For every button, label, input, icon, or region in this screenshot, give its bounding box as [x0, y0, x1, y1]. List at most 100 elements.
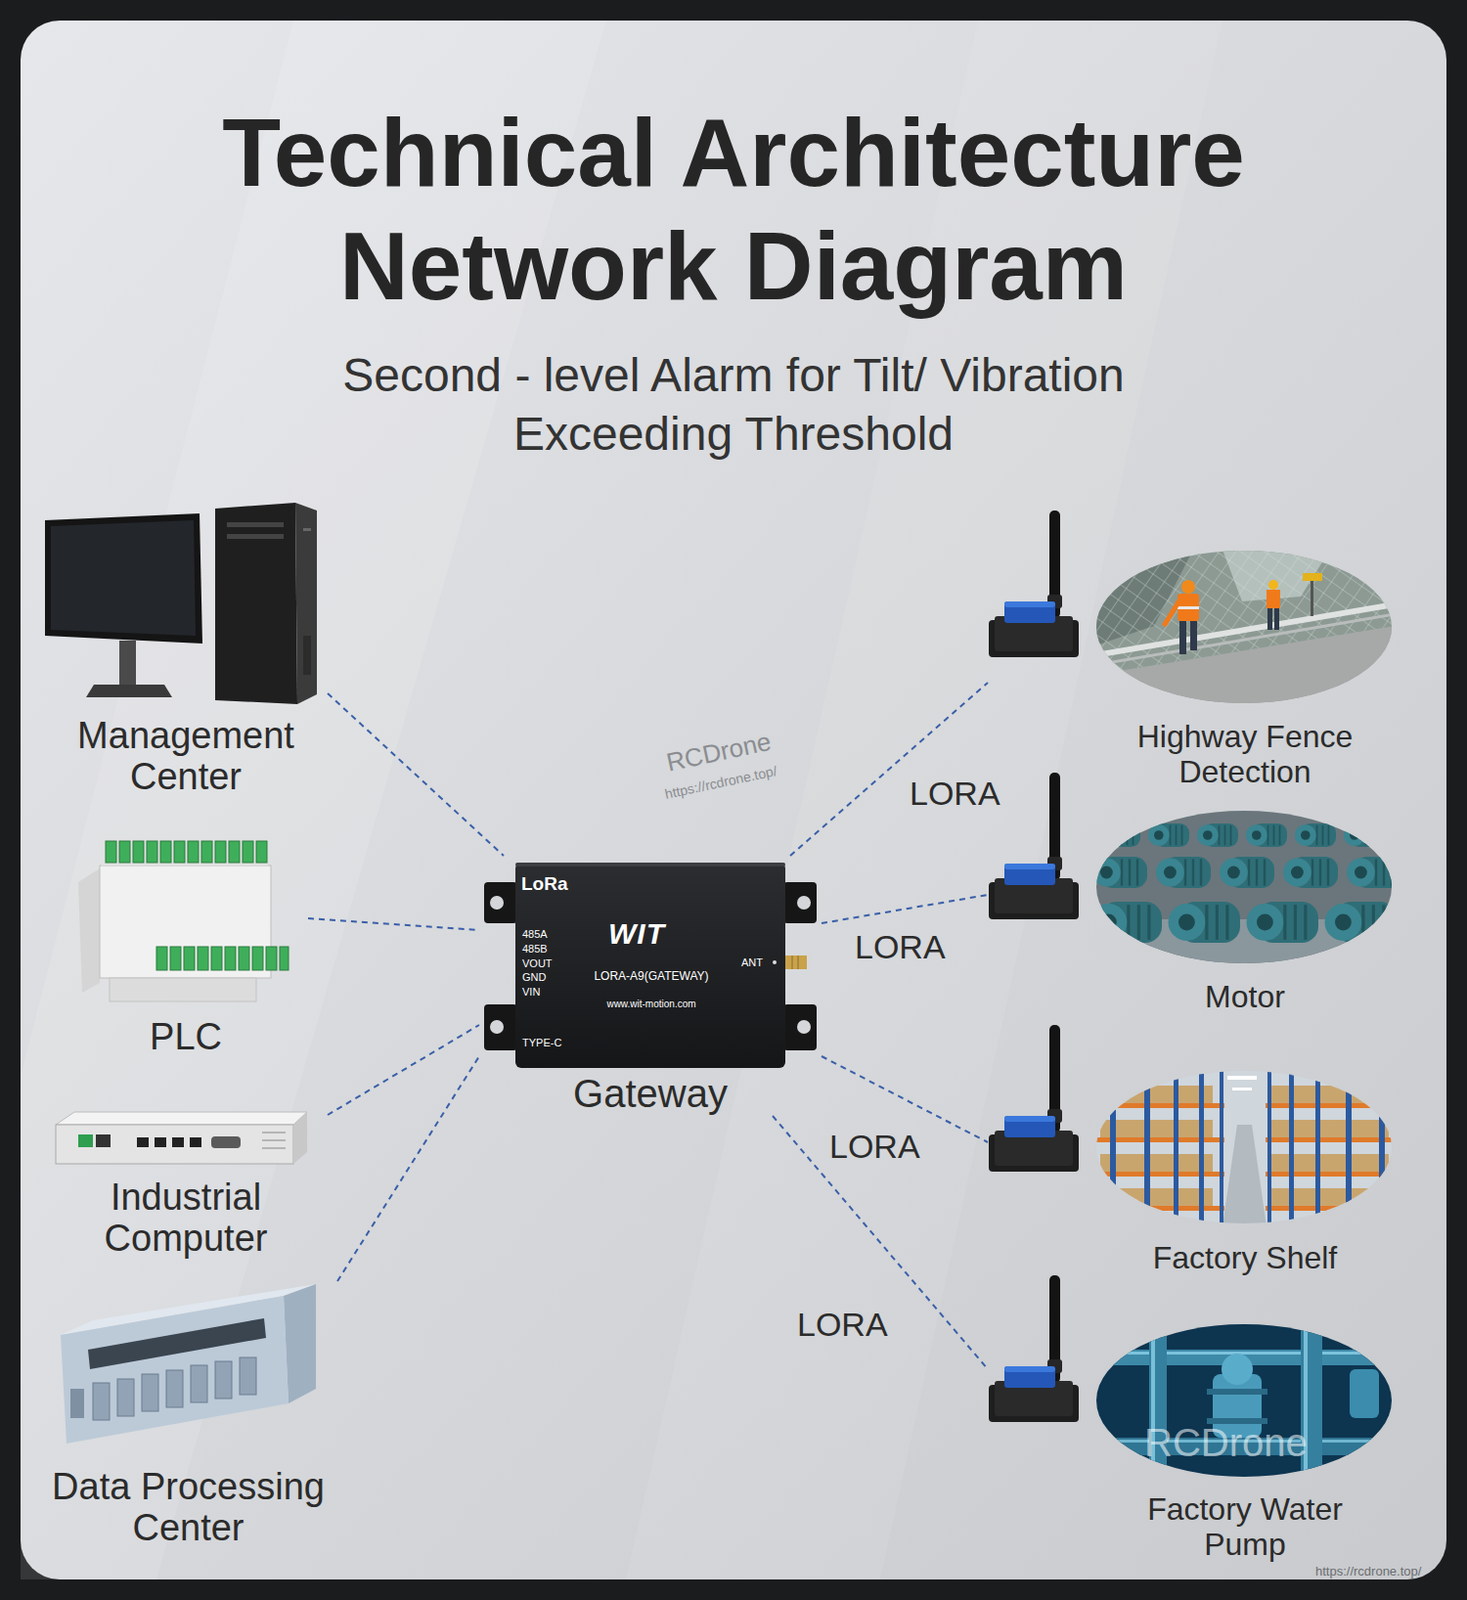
- illustration-part: [256, 841, 267, 863]
- illustration-part: [303, 528, 312, 532]
- illustration-part: [1265, 1137, 1395, 1143]
- illustration-part: [1181, 579, 1196, 594]
- illustration-part: [1095, 1205, 1225, 1211]
- node-label: Factory Shelf: [1091, 1240, 1399, 1276]
- illustration-part: [783, 882, 817, 924]
- illustration-part: [154, 1137, 167, 1148]
- device-node: Factory Shelf: [987, 1022, 1399, 1276]
- pin-name: 485B: [522, 942, 548, 956]
- illustration-part: [1265, 1171, 1395, 1177]
- illustration-part: [1148, 823, 1190, 847]
- illustration-part: [141, 1374, 159, 1412]
- illustration-part: [1283, 856, 1338, 889]
- dashed-connector: [337, 1056, 480, 1282]
- watermark-url: https://rcdrone.top/: [1315, 1564, 1422, 1580]
- illustration-part: [262, 1131, 286, 1134]
- illustration-part: [44, 513, 203, 644]
- illustration-part: [798, 955, 800, 970]
- node-label: Industrial Computer: [44, 1176, 328, 1259]
- device-url: www.wit-motion.com: [577, 998, 725, 1011]
- industrial-pc-illustration: [55, 1111, 308, 1164]
- illustration-part: [1095, 1103, 1225, 1109]
- illustration-part: [55, 1111, 308, 1125]
- computer-illustration: [44, 502, 317, 705]
- illustration-part: [1315, 1069, 1321, 1227]
- illustration-part: [211, 1136, 241, 1149]
- link-label: LORA: [829, 1127, 921, 1166]
- device-node: PLC: [63, 831, 309, 1058]
- illustration-part: [92, 1382, 110, 1421]
- illustration-part: [146, 841, 158, 863]
- illustration-part: [1110, 1069, 1116, 1227]
- illustration-part: [78, 868, 100, 993]
- illustration-part: [99, 865, 271, 978]
- illustration-part: [1267, 1069, 1272, 1227]
- illustration-part: [484, 1004, 518, 1051]
- illustration-part: [484, 882, 518, 924]
- illustration-part: [1265, 1103, 1395, 1109]
- illustration-part: [283, 1284, 316, 1404]
- dashed-connector: [790, 682, 988, 856]
- brand-logo: WIT: [608, 917, 666, 952]
- model-name: LORA-A9(GATEWAY): [577, 970, 725, 984]
- illustration-part: [92, 1357, 257, 1421]
- illustration-part: [783, 1004, 817, 1051]
- illustration-part: [266, 946, 277, 971]
- illustration-part: [1163, 600, 1180, 626]
- illustration-part: [156, 946, 168, 971]
- illustration-part: [797, 1020, 811, 1034]
- illustration-part: [1144, 1069, 1151, 1227]
- illustration-part: [988, 1024, 1079, 1172]
- illustration-part: [1221, 1353, 1253, 1385]
- illustration-part: [295, 502, 317, 705]
- brand-logo: LoRa: [521, 873, 569, 895]
- pin-name: VIN: [522, 985, 540, 999]
- node-label: Factory Water Pump: [1147, 1491, 1343, 1562]
- illustration-part: [1349, 1369, 1379, 1419]
- illustration-part: [238, 946, 250, 971]
- illustration-part: [174, 841, 185, 863]
- dashed-connector: [327, 1024, 480, 1115]
- diagram-subtitle: Second - level Alarm for Tilt/ Vibration…: [322, 346, 1145, 464]
- illustration-part: [1095, 1351, 1395, 1355]
- pin-name: GND: [522, 971, 546, 984]
- illustration-part: [242, 841, 254, 863]
- pump-photo: [1095, 1323, 1395, 1480]
- illustration-part: [1100, 1085, 1213, 1104]
- illustration-part: [119, 640, 136, 686]
- illustration-part: [170, 946, 181, 971]
- illustration-part: [303, 635, 312, 675]
- illustration-part: [293, 1111, 308, 1164]
- illustration-part: [187, 841, 199, 863]
- node-label: Highway Fence Detection: [1122, 718, 1368, 790]
- illustration-part: [1168, 901, 1242, 943]
- shelf-photo: [1095, 1069, 1395, 1227]
- illustration-part: [70, 1388, 85, 1419]
- illustration-part: [252, 946, 264, 971]
- illustration-part: [988, 1275, 1079, 1423]
- node-label: Management Center: [44, 714, 328, 798]
- dashed-connector: [327, 693, 504, 856]
- illustration-part: [1310, 577, 1314, 617]
- illustration-part: [1100, 1154, 1213, 1172]
- illustration-part: [201, 841, 213, 863]
- highway-photo: [1095, 549, 1395, 707]
- illustration-part: [226, 522, 284, 528]
- illustration-part: [95, 1134, 111, 1148]
- illustration-part: [1232, 1087, 1252, 1091]
- illustration-part: [1246, 901, 1320, 943]
- illustration-part: [1179, 621, 1187, 655]
- motor-photo: [1090, 809, 1403, 967]
- node-label: Data Processing Center: [39, 1466, 338, 1549]
- diagram-title: Technical Architecture Network Diagram: [146, 95, 1321, 323]
- illustration-part: [101, 839, 268, 866]
- illustration-part: [215, 1361, 232, 1399]
- dashed-connector: [772, 1115, 988, 1370]
- illustration-part: [215, 841, 226, 863]
- illustration-part: [1266, 589, 1281, 609]
- illustration-part: [189, 1137, 202, 1148]
- plc-illustration: [78, 839, 289, 1002]
- illustration-part: [1095, 809, 1395, 967]
